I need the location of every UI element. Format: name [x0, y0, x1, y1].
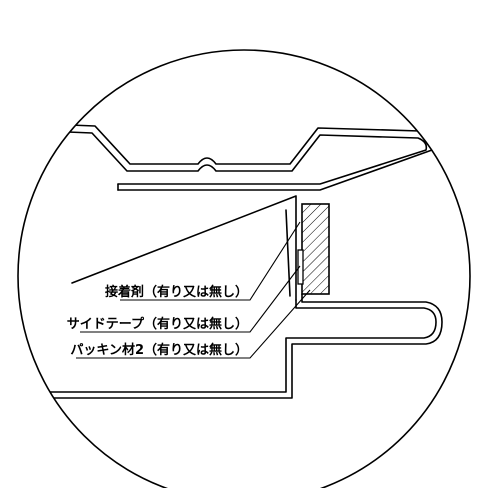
- lower-wedge-inner: [285, 209, 291, 297]
- leader-adhesive: [120, 221, 301, 301]
- leader-side-tape: [80, 265, 301, 333]
- side-tape-strip: [297, 249, 304, 285]
- packing-block: [301, 203, 330, 295]
- lower-wedge: [71, 195, 297, 301]
- label-side-tape: サイドテープ（有り又は無し）: [67, 316, 248, 332]
- lower-profile-inner: [19, 293, 443, 399]
- label-adhesive: 接着剤（有り又は無し）: [105, 284, 248, 300]
- lower-profile-outer: [19, 299, 437, 393]
- upper-profile-inner: [19, 129, 428, 185]
- detail-circle: [17, 49, 471, 488]
- label-packing: パッキン材2（有り又は無し）: [70, 342, 248, 358]
- leader-packing: [76, 289, 311, 359]
